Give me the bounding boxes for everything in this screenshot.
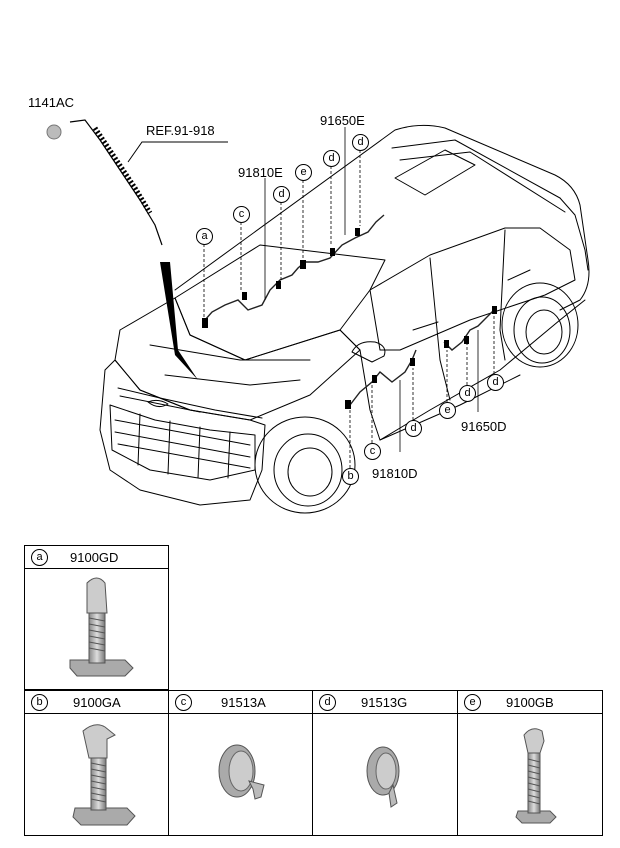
label-91650d: 91650D [461,419,507,434]
rear-wheel-arch [501,282,579,368]
clip-9100ga-illustration [72,724,136,826]
bolt-1141ac [46,124,62,140]
front-wheel-arch [254,416,356,514]
front-wheel [273,433,343,507]
ground-cable [69,119,163,246]
label-91810e: 91810E [238,165,283,180]
part-code: 91513A [221,695,266,710]
part-code: 9100GB [506,695,554,710]
grille [109,404,256,481]
connector [410,358,415,366]
clip-9100gb-illustration [515,728,557,824]
ref-leader [127,141,228,163]
mirror [351,341,386,363]
connector [444,340,449,348]
part-cell-e: e 9100GB [457,690,603,836]
door-handle-rear [507,269,531,281]
door-line-rear [499,229,506,361]
part-cell-header: e 9100GB [458,691,602,714]
label-91650e: 91650E [320,113,365,128]
marker-d: d [273,186,290,203]
connector [242,292,247,300]
marker-d: d [352,134,369,151]
marker-d: d [405,420,422,437]
part-key-circle: a [31,549,48,566]
part-key-circle: b [31,694,48,711]
connector [276,281,281,289]
part-cell-header: d 91513G [313,691,457,714]
connector [464,336,469,344]
part-key-circle: e [464,694,481,711]
grommet-91513g-illustration [366,746,400,808]
part-cell-a: a 9100GD [24,545,169,690]
marker-d: d [459,385,476,402]
rear-hatch [559,197,589,271]
rear-hub [525,309,563,355]
part-code: 9100GA [73,695,121,710]
roof-outline [174,124,590,311]
pointer-arrow [160,262,198,380]
connector [492,306,497,314]
roof-rails [391,139,566,213]
harness-front-left [204,261,306,321]
marker-b: b [342,468,359,485]
harness-front-roof [305,214,385,263]
hood-crease [149,344,311,386]
connector [202,318,208,328]
grommet-91513a-illustration [218,744,265,800]
part-cell-header: a 9100GD [25,546,168,569]
sunroof [394,149,476,196]
headlight [117,387,263,419]
marker-e: e [295,164,312,181]
marker-c: c [364,443,381,460]
connector [355,228,360,236]
vehicle-wiring-diagram [46,119,590,514]
marker-d: d [323,150,340,167]
part-cell-b: b 9100GA [24,690,169,836]
marker-e: e [439,402,456,419]
label-1141ac: 1141AC [28,95,75,110]
connector [300,260,306,269]
part-cell-header: c 91513A [169,691,312,714]
part-cell-c: c 91513A [168,690,313,836]
label-ref: REF.91-918 [146,123,215,138]
harness-rear-door [443,309,495,351]
part-cell-header: b 9100GA [25,691,168,714]
connector [372,375,377,383]
front-logo [147,399,169,408]
hood [114,297,361,421]
harness-front-door [349,349,417,406]
door-line-front [429,257,451,401]
ground-cable-shield [92,126,153,215]
connector [330,248,335,256]
door-handle-front [412,321,439,331]
part-code: 9100GD [70,550,119,565]
part-key-circle: d [319,694,336,711]
grille-mesh [114,413,251,479]
side-windows [369,227,576,351]
part-cell-d: d 91513G [312,690,458,836]
label-91810d: 91810D [372,466,418,481]
rear-wheel [513,296,571,364]
part-code: 91513G [361,695,408,710]
front-hub [287,447,333,497]
part-key-circle: c [175,694,192,711]
marker-d: d [487,374,504,391]
marker-a: a [196,228,213,245]
clip-9100gd-illustration [69,577,134,677]
front-fascia [99,359,266,506]
marker-c: c [233,206,250,223]
connector [345,400,351,409]
